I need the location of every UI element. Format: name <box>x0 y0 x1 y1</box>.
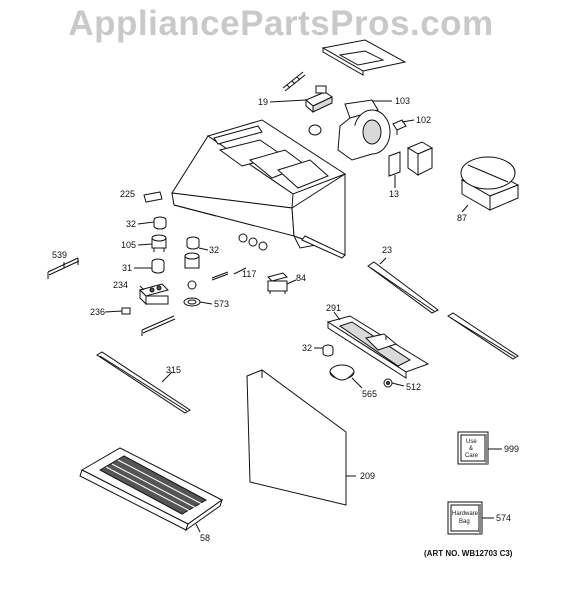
hood-front-rail <box>301 235 346 259</box>
part-574-hardware-bag <box>447 501 483 535</box>
callout-315: 315 <box>166 365 181 375</box>
leader-lines <box>63 99 502 533</box>
part-105-switch <box>151 234 167 252</box>
part-512-bulb <box>383 378 393 388</box>
part-209-back-panel <box>246 369 347 506</box>
callout-31: 31 <box>122 263 132 273</box>
callout-512: 512 <box>406 382 421 392</box>
callouts: 19 103 102 13 87 225 32 105 32 31 539 11… <box>52 96 519 558</box>
callout-32-right: 32 <box>209 245 219 255</box>
part-19-switch-box <box>305 85 333 114</box>
part-23-filter-strip-a <box>367 261 439 314</box>
part-84-transformer <box>267 272 288 294</box>
part-573-trim-ring <box>183 297 201 307</box>
callout-225: 225 <box>120 189 135 199</box>
top-cover-plate <box>321 39 407 76</box>
callout-236: 236 <box>90 307 105 317</box>
callout-291: 291 <box>326 303 341 313</box>
use-care-text-3: Care <box>465 453 479 459</box>
part-565-lens <box>329 364 355 381</box>
part-102-bracket <box>392 119 407 135</box>
part-13-capacitor <box>388 141 434 177</box>
callout-84: 84 <box>296 273 306 283</box>
use-care-text-2: & <box>469 446 473 452</box>
callout-565: 565 <box>362 389 377 399</box>
part-87-damper <box>460 156 520 211</box>
part-32-knob-upper <box>153 216 167 230</box>
part-23-filter-strip-b <box>447 312 519 360</box>
part-999-use-care-booklet <box>457 431 489 465</box>
callout-103: 103 <box>395 96 410 106</box>
callout-539: 539 <box>52 250 67 260</box>
hardware-text-1: Hardware <box>452 511 479 517</box>
part-117-switch <box>184 252 229 290</box>
part-31-socket <box>151 258 165 274</box>
part-315-rail <box>96 351 191 414</box>
part-236-bracket <box>121 307 176 336</box>
callout-58: 58 <box>200 533 210 543</box>
watermark-logo: AppliancePartsPros.com <box>68 4 494 43</box>
art-number: (ART NO. WB12703 C3) <box>424 549 513 558</box>
part-19-filter-rod <box>282 71 306 92</box>
callout-574: 574 <box>496 513 511 523</box>
callout-117: 117 <box>242 269 256 279</box>
callout-105: 105 <box>121 240 136 250</box>
callout-573: 573 <box>214 299 229 309</box>
part-291-light-housing <box>326 315 430 379</box>
part-32-knob-right <box>186 236 200 250</box>
part-539-rail <box>47 257 80 279</box>
callout-19: 19 <box>258 97 268 107</box>
callout-234: 234 <box>113 280 128 290</box>
callout-32-upper: 32 <box>126 219 136 229</box>
callout-23: 23 <box>382 245 392 255</box>
part-234-switch-block <box>139 283 169 306</box>
part-32-knob-lower <box>322 344 334 357</box>
part-225-label <box>143 191 163 203</box>
callout-32-lower: 32 <box>302 343 312 353</box>
part-58-grease-filter <box>79 447 223 532</box>
use-care-text-1: Use <box>466 439 477 445</box>
callout-87: 87 <box>457 213 467 223</box>
callout-209: 209 <box>360 471 375 481</box>
part-103-blower-assembly <box>308 99 391 161</box>
hood-main-body <box>171 119 347 256</box>
callout-999: 999 <box>504 444 519 454</box>
callout-102: 102 <box>416 115 431 125</box>
hardware-text-2: Bag <box>459 519 470 525</box>
callout-13: 13 <box>389 189 399 199</box>
